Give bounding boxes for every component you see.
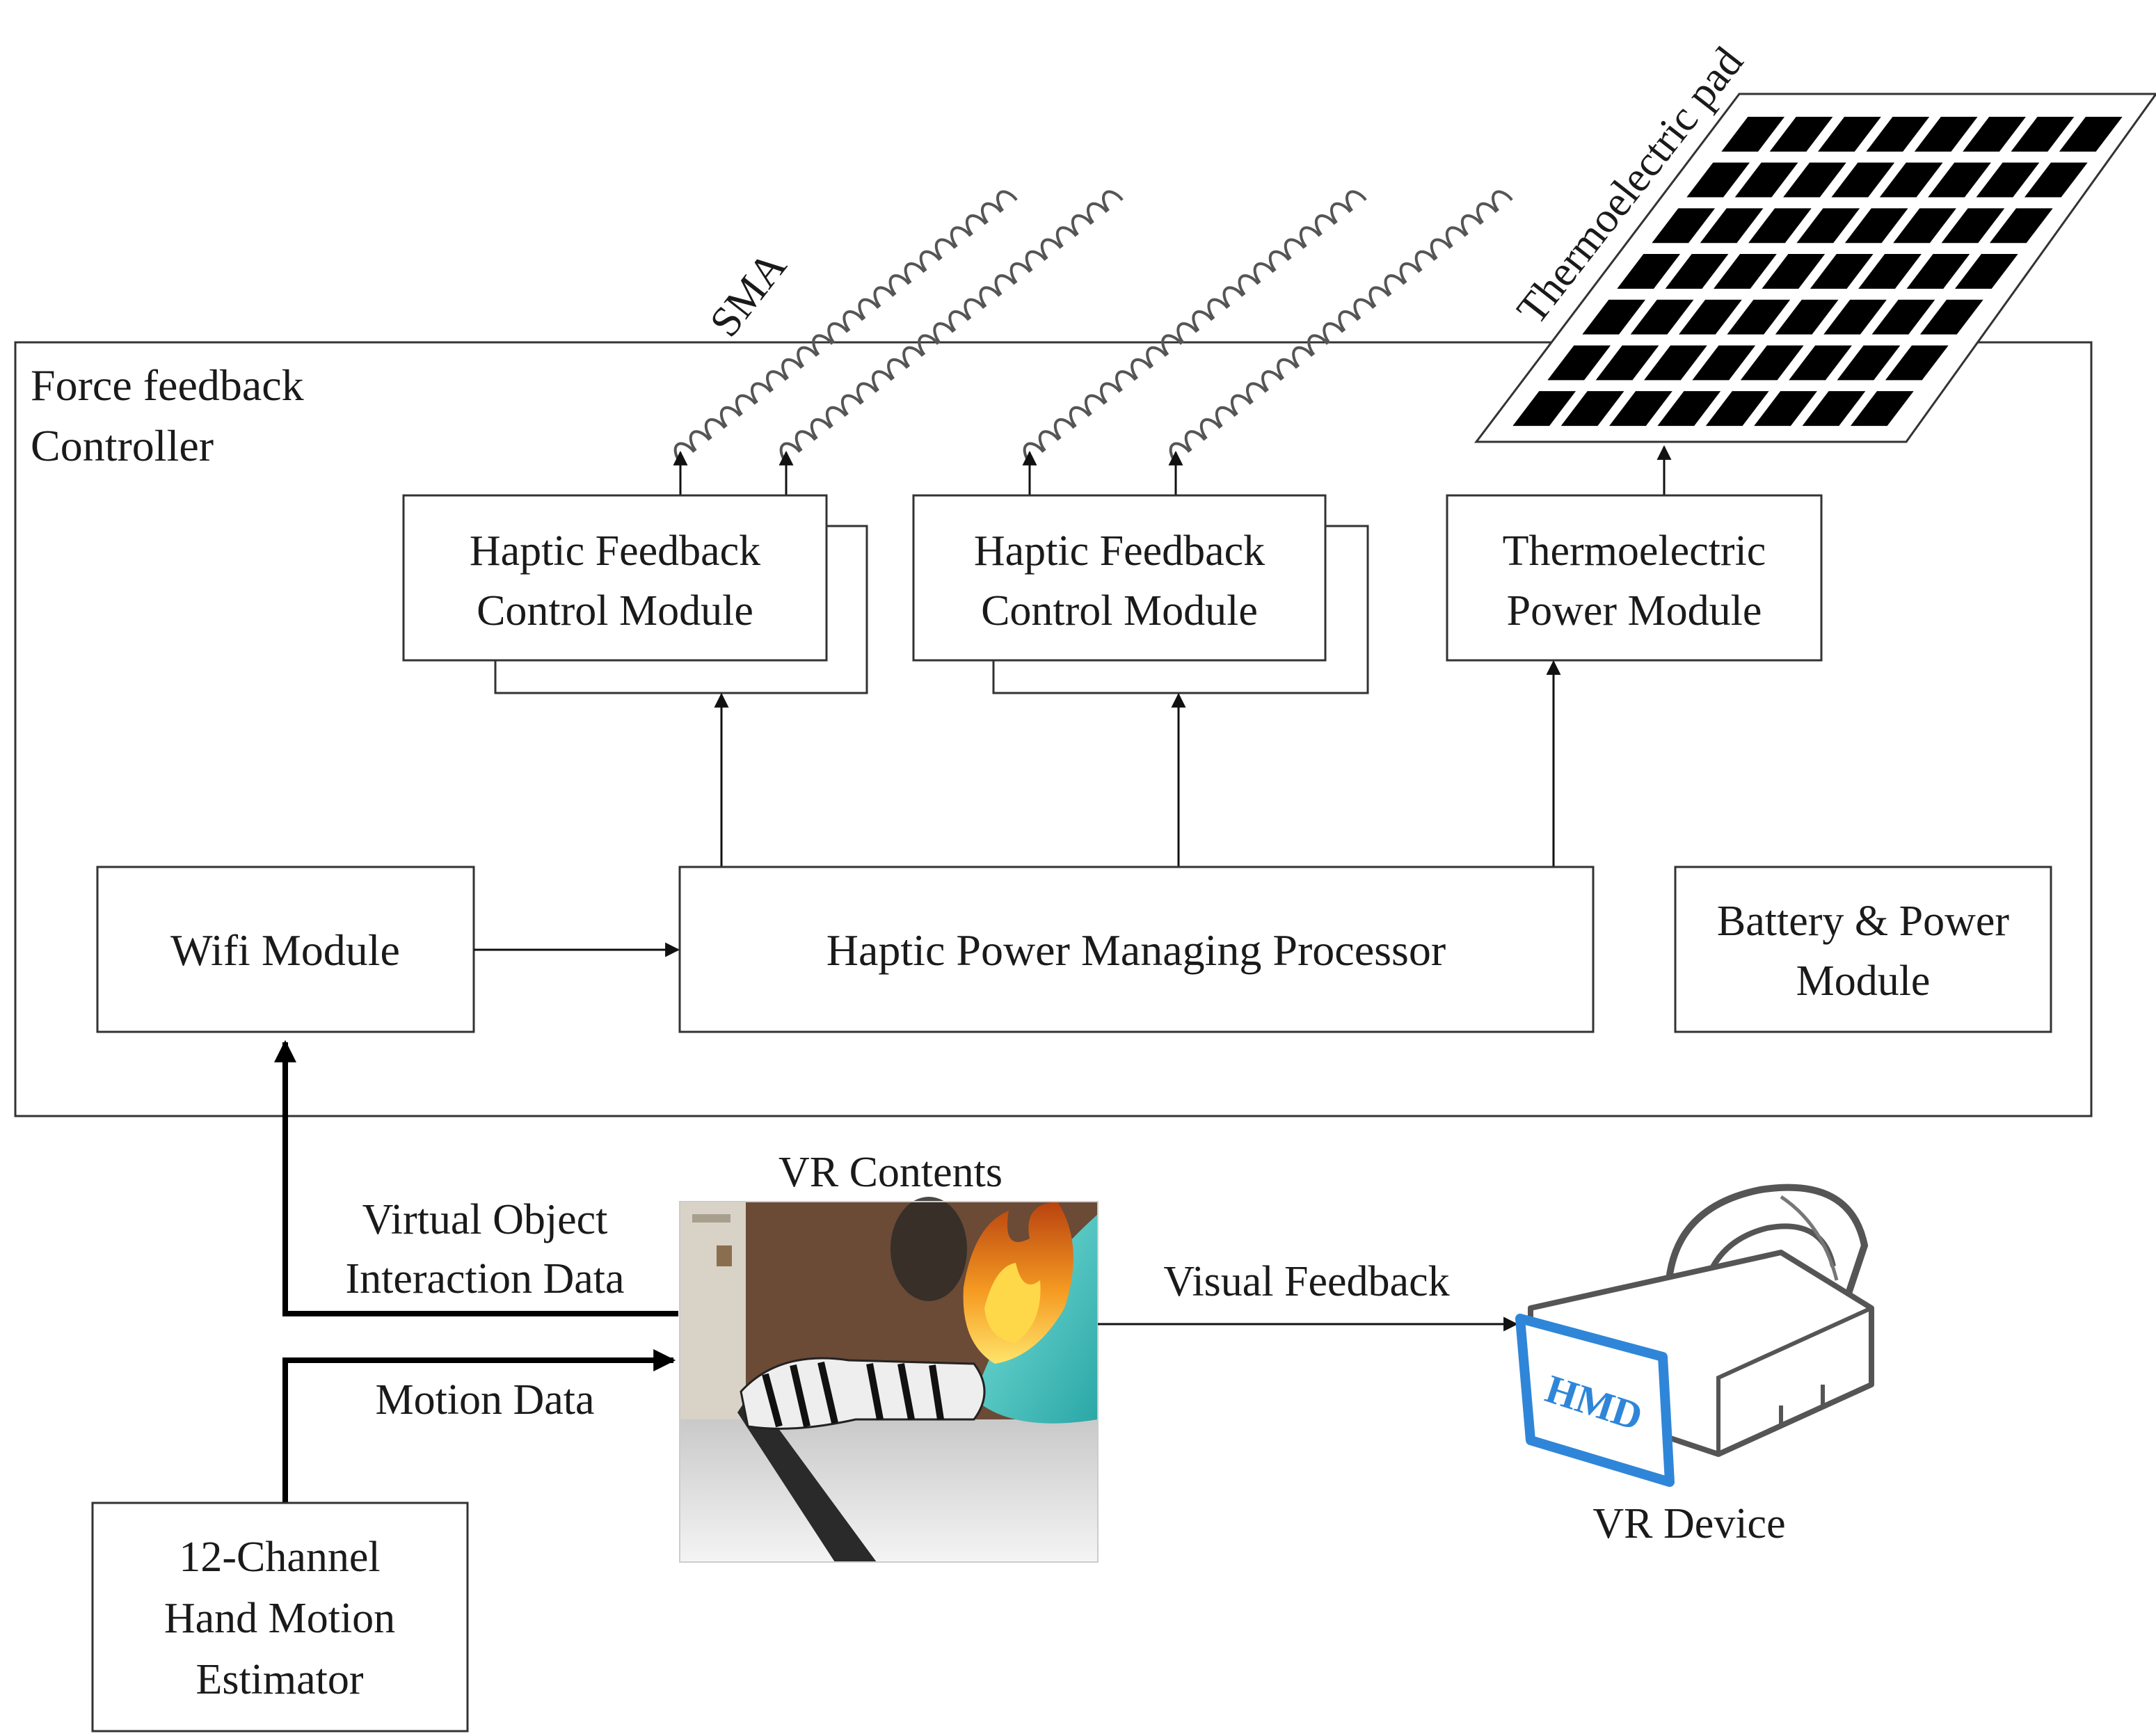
haptic-module-2: Haptic Feedback Control Module [912,494,1369,694]
haptic-module-2-line2: Control Module [981,587,1258,635]
pad-cell [1783,162,1846,198]
sma-coil-4 [1169,190,1513,464]
pad-cell [1866,116,1930,152]
haptic-processor: Haptic Power Managing Processor [678,866,1595,1033]
battery-line1: Battery & Power [1717,898,2009,945]
pad-cell [1657,391,1721,427]
thermo-power-line2: Power Module [1507,587,1762,635]
pad-cell [1963,116,2026,152]
pad-cell [1928,162,1991,198]
pad-cell [1893,208,1956,244]
pad-cell [1954,254,2018,289]
battery-line2: Module [1796,957,1931,1005]
haptic-module-1: Haptic Feedback Control Module [402,494,868,694]
pad-cell [1837,345,1901,381]
pad-cell [1796,208,1860,244]
pad-cell [1721,116,1785,152]
pad-cells [1512,116,2123,427]
sma-label: SMA [701,243,795,346]
pad-cell [1762,254,1826,289]
estimator-line1: 12-Channel [179,1534,380,1581]
sma-coil-3 [1023,190,1367,464]
controller-frame [14,341,2093,1117]
pad-cell [1652,208,1716,244]
pad-cell [1879,162,1943,198]
haptic-processor-label: Haptic Power Managing Processor [827,925,1446,975]
motion-label: Motion Data [375,1376,594,1424]
pad-cell [1858,254,1922,289]
visual-feedback-label: Visual Feedback [1163,1258,1449,1305]
pad-cell [1686,162,1750,198]
sma-coils [673,190,1513,464]
pad-cell [1547,345,1611,381]
sma-coil-1 [673,190,1018,464]
pad-cell [1976,162,2040,198]
sma-coil-2 [779,190,1124,464]
pad-cell [1582,299,1646,335]
wifi-module-label: Wifi Module [170,925,400,975]
pad-cell [1850,391,1914,427]
pad-cell [1818,116,1881,152]
vr-contents-image [679,1197,1099,1563]
thermo-power-line1: Thermoelectric [1503,527,1766,575]
pad-cell [1906,254,1970,289]
pad-cell [1914,116,1978,152]
haptic-module-1-line2: Control Module [477,587,753,635]
interaction-data-arrow [274,1040,678,1316]
pad-cell [1810,254,1874,289]
pad-cell [1560,391,1624,427]
pad-cell [1630,299,1694,335]
pad-cell [1734,162,1798,198]
pad-cell [1823,299,1887,335]
pad-cell [1802,391,1866,427]
controller-label-line1: Force feedback [31,360,304,410]
thermoelectric-pad [1474,93,2156,443]
pad-cell [1700,208,1764,244]
controller-label-line2: Controller [31,421,214,470]
pad-cell [1705,391,1769,427]
pad-cell [1831,162,1895,198]
pad-cell [1919,299,1983,335]
pad-cell [1727,299,1791,335]
pad-cell [1644,345,1707,381]
pad-cell [2024,162,2088,198]
vr-headset-icon: HMD [1515,1184,1874,1487]
motion-data-arrow [282,1349,676,1503]
pad-cell [1989,208,2053,244]
pad-cell [1941,208,2005,244]
haptic-module-2-line1: Haptic Feedback [974,527,1265,575]
hand-motion-estimator: 12-Channel Hand Motion Estimator [91,1502,469,1733]
pad-cell [1617,254,1681,289]
pad-cell [1692,345,1756,381]
pad-cell [1844,208,1908,244]
interaction-label-line1: Virtual Object [362,1196,608,1243]
haptic-module-1-line1: Haptic Feedback [470,527,760,575]
pad-cell [1789,345,1852,381]
pad-cell [1714,254,1777,289]
estimator-line2: Hand Motion [164,1595,395,1642]
pad-cell [1775,299,1839,335]
battery-module: Battery & Power Module [1674,866,2052,1033]
vr-device-label: VR Device [1592,1500,1785,1547]
pad-cell [1740,345,1804,381]
pad-cell [1769,116,1833,152]
pad-cell [1871,299,1935,335]
pad-cell [1665,254,1729,289]
vr-contents-label: VR Contents [778,1149,1003,1196]
estimator-line3: Estimator [195,1656,363,1703]
wifi-module: Wifi Module [96,866,475,1033]
pad-cell [2059,116,2123,152]
pad-cell [1754,391,1817,427]
pad-cell [1748,208,1812,244]
pad-cell [1679,299,1742,335]
pad-cell [1512,391,1576,427]
interaction-label-line2: Interaction Data [345,1255,624,1303]
pad-cell [1885,345,1949,381]
pad-cell [1609,391,1672,427]
pad-cell [2011,116,2075,152]
thermo-power-module: Thermoelectric Power Module [1446,494,1823,662]
pad-cell [1595,345,1659,381]
